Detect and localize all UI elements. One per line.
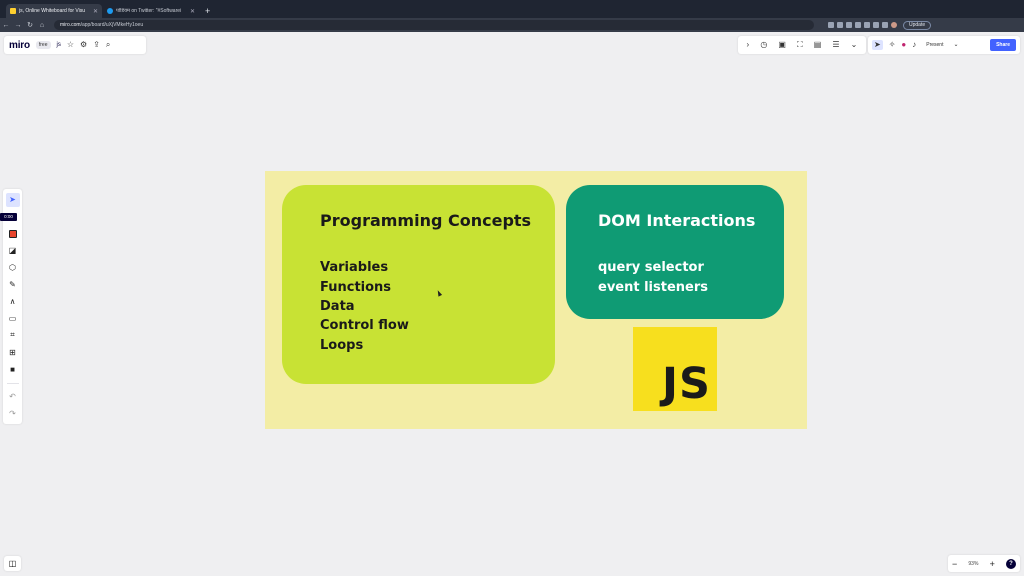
js-logo-image[interactable]: JS [633, 327, 717, 411]
back-arrow-icon[interactable]: ← [2, 21, 10, 29]
comment-icon[interactable]: ▭ [8, 313, 17, 323]
timer-badge: 0:00 [0, 213, 17, 221]
dom-interactions-title: DOM Interactions [598, 211, 756, 230]
zoom-in-icon[interactable]: + [989, 558, 995, 569]
url-path: /app/board/uXjVMkeHy1oeu [80, 22, 144, 28]
extension-icon[interactable] [864, 22, 870, 28]
concept-item: Loops [320, 338, 364, 353]
extension-icon[interactable] [828, 22, 834, 28]
extension-icon[interactable] [855, 22, 861, 28]
miro-logo[interactable]: miro [9, 39, 30, 51]
extension-icon[interactable] [873, 22, 879, 28]
browser-tab-strip: js, Online Whiteboard for Visu ✕ पोडियम … [0, 0, 1024, 18]
share-button[interactable]: Share [990, 39, 1016, 51]
zoom-out-icon[interactable]: − [952, 558, 958, 569]
miro-favicon-icon [10, 8, 16, 14]
redo-icon[interactable]: ↷ [9, 409, 16, 419]
search-icon[interactable]: ⌕ [105, 40, 111, 49]
extension-icons [828, 22, 897, 28]
upload-tool-icon[interactable]: ⊞ [9, 347, 16, 357]
connection-line-icon[interactable]: ∧ [9, 297, 16, 307]
extension-icon[interactable] [846, 22, 852, 28]
present-button[interactable]: Present [926, 42, 944, 48]
document-icon[interactable]: ▤ [813, 40, 822, 49]
dom-interactions-card[interactable] [566, 185, 784, 319]
cursor-select-icon[interactable]: ➤ [872, 40, 883, 50]
miro-board-header: miro free js ☆ ⚙ ⇪ ⌕ [4, 36, 146, 54]
present-dropdown-icon[interactable]: ⌄ [953, 42, 959, 48]
programming-concepts-card[interactable] [282, 185, 555, 384]
reactions-icon[interactable]: ✧ [888, 40, 896, 49]
programming-concepts-title: Programming Concepts [320, 211, 532, 230]
shapes-icon[interactable]: ⬡ [9, 263, 16, 273]
share-toolbar: ➤ ✧ ● ♪ Present ⌄ Share [868, 36, 1020, 54]
plan-badge[interactable]: free [35, 41, 51, 49]
creation-toolbar: ➤ ◪ ⬡ ✎ ∧ ▭ ⌗ ⊞ ■ ↶ ↷ [3, 189, 22, 424]
more-chevron-icon[interactable]: ⌄ [850, 40, 858, 49]
star-icon[interactable]: ☆ [66, 40, 75, 49]
new-tab-icon[interactable]: + [205, 6, 211, 16]
reload-icon[interactable]: ↻ [27, 22, 33, 29]
update-button[interactable]: Update [903, 20, 932, 30]
gear-icon[interactable]: ⚙ [80, 40, 88, 49]
forward-arrow-icon[interactable]: → [14, 21, 22, 29]
notes-icon[interactable]: ☰ [832, 40, 840, 49]
timer-icon[interactable]: ◷ [760, 40, 768, 49]
concept-item: Variables [320, 260, 389, 275]
bell-icon[interactable]: ♪ [912, 40, 917, 49]
template-tool-icon[interactable] [6, 227, 20, 241]
board-name[interactable]: js [56, 42, 61, 48]
template-icon [8, 230, 17, 238]
home-icon[interactable]: ⌂ [39, 21, 45, 29]
url-host: miro.com [60, 22, 81, 28]
js-logo-text: JS [662, 359, 711, 409]
user-avatar[interactable]: ● [901, 40, 907, 49]
url-field[interactable]: miro.com/app/board/uXjVMkeHy1oeu [54, 20, 814, 30]
frame-icon[interactable]: ⌗ [10, 330, 15, 340]
profile-avatar[interactable] [891, 22, 897, 28]
extension-icon[interactable] [882, 22, 888, 28]
focus-icon[interactable]: ⛶ [797, 40, 803, 49]
chevron-right-icon[interactable]: › [746, 40, 750, 49]
zoom-controls: − 93% + ? [948, 555, 1020, 572]
close-tab-icon[interactable]: ✕ [92, 8, 98, 15]
twitter-favicon-icon [107, 8, 113, 14]
undo-icon[interactable]: ↶ [9, 392, 16, 402]
toolbar-divider [6, 383, 19, 385]
concept-item: Control flow [320, 318, 409, 333]
browser-address-bar: ← → ↻ ⌂ miro.com/app/board/uXjVMkeHy1oeu… [0, 18, 1024, 32]
pen-icon[interactable]: ✎ [9, 280, 16, 290]
zoom-level[interactable]: 93% [968, 560, 979, 567]
sidebar-toggle-icon[interactable]: ◫ [4, 556, 21, 571]
close-tab-icon[interactable]: ✕ [189, 8, 195, 15]
collaboration-toolbar: › ◷ ▣ ⛶ ▤ ☰ ⌄ [738, 36, 866, 54]
tab-title: js, Online Whiteboard for Visu [19, 8, 86, 14]
dom-item: event listeners [598, 280, 709, 295]
help-icon[interactable]: ? [1005, 558, 1016, 569]
browser-tab-twitter[interactable]: पोडियम on Twitter: "#Softwarei ✕ [103, 4, 199, 18]
browser-tab-miro[interactable]: js, Online Whiteboard for Visu ✕ [6, 4, 102, 18]
screen-share-icon[interactable]: ▣ [778, 40, 786, 49]
upload-icon[interactable]: ⇪ [93, 40, 100, 49]
apps-icon[interactable]: ■ [10, 364, 15, 374]
dom-item: query selector [598, 260, 704, 275]
concept-item: Data [320, 299, 355, 314]
concept-item: Functions [320, 280, 392, 295]
sticky-note-icon[interactable]: ◪ [8, 246, 17, 256]
select-tool-icon[interactable]: ➤ [5, 193, 20, 207]
tab-title: पोडियम on Twitter: "#Softwarei [116, 8, 182, 14]
extension-icon[interactable] [837, 22, 843, 28]
